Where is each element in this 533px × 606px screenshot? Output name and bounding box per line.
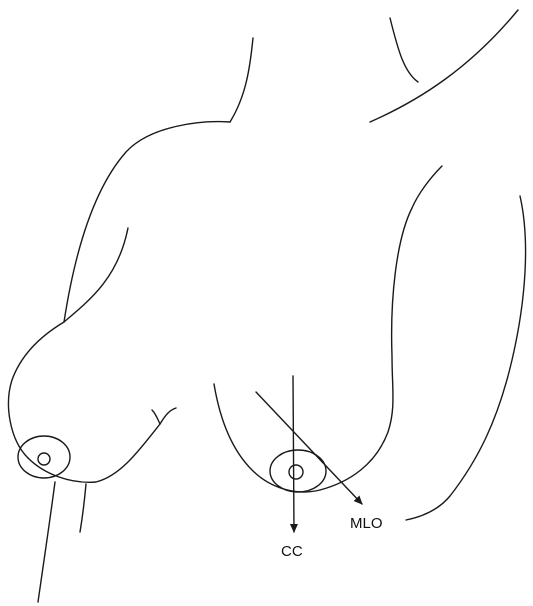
shoulder-line (390, 18, 418, 82)
left-nipple (38, 453, 50, 465)
left-body-line (38, 482, 55, 602)
left-underarm-line (152, 410, 160, 424)
right-breast-contour (214, 166, 442, 492)
mlo-arrow (256, 392, 362, 504)
left-areola (18, 436, 70, 478)
left-breast-fold (64, 228, 128, 322)
left-body-line-inner (80, 484, 86, 532)
right-torso-line (406, 196, 526, 520)
left-breast-contour (28, 408, 176, 482)
right-nipple (289, 465, 303, 479)
mlo-label: MLO (350, 515, 383, 532)
cc-arrow (293, 376, 294, 532)
torso-outline (9, 122, 230, 458)
cc-label: CC (281, 543, 303, 560)
neck-line (230, 38, 253, 122)
